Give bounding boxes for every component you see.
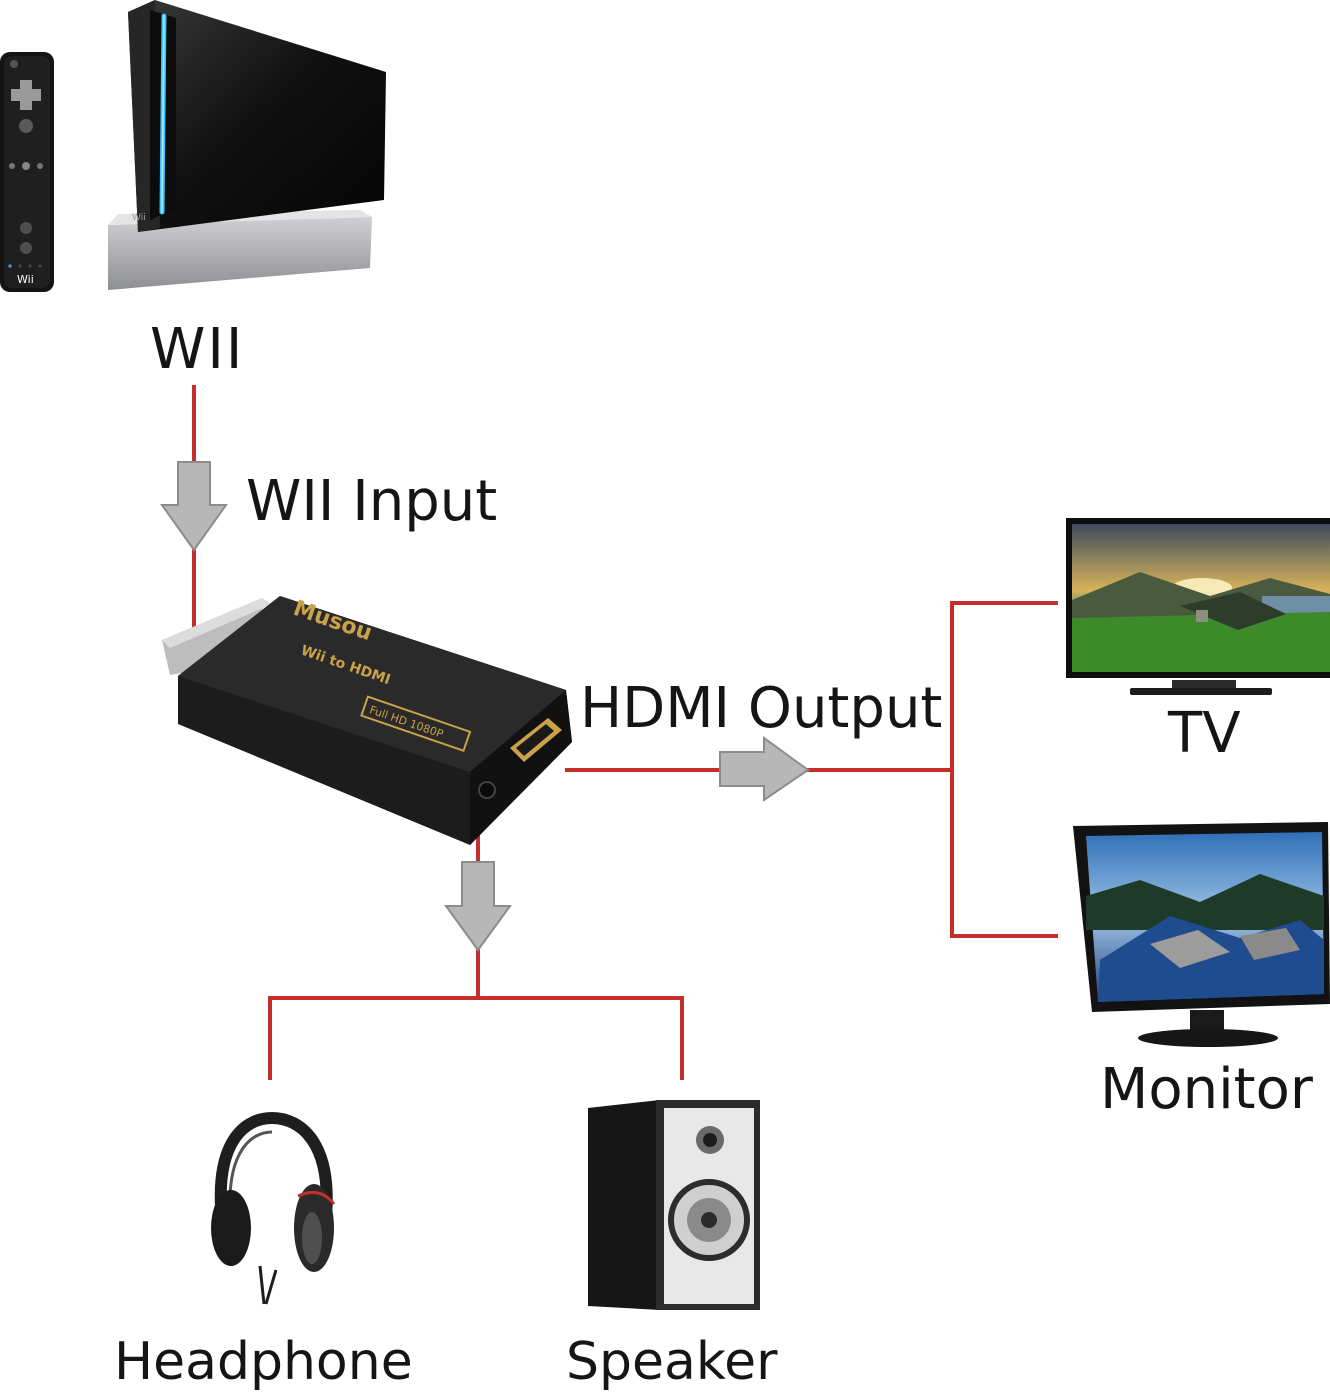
speaker-label: Speaker <box>566 1332 778 1392</box>
wii-input-label: WII Input <box>246 469 498 534</box>
remote-logo-text: Wii <box>17 273 34 286</box>
speaker-icon <box>588 1100 760 1310</box>
tv-icon <box>1066 518 1330 695</box>
headphone-label: Headphone <box>114 1332 413 1392</box>
wii-console-icon: Wii <box>108 0 386 290</box>
input-arrow-icon <box>160 461 228 552</box>
headphone-icon <box>211 1111 336 1305</box>
tv-label: TV <box>1168 701 1241 766</box>
monitor-icon <box>1073 822 1330 1047</box>
wii-remote-icon: Wii <box>0 52 54 292</box>
audio-branch-line <box>268 996 684 1080</box>
monitor-label: Monitor <box>1100 1057 1313 1122</box>
hdmi-output-label: HDMI Output <box>580 676 943 741</box>
wii-label: WII <box>150 317 245 382</box>
wii-hdmi-adapter-icon: Musou Wii to HDMI Full HD 1080P <box>162 596 572 845</box>
audio-arrow-icon <box>444 861 512 952</box>
output-arrow-icon <box>719 736 810 802</box>
tv-branch-line <box>950 601 1058 938</box>
console-logo-text: Wii <box>132 213 146 223</box>
